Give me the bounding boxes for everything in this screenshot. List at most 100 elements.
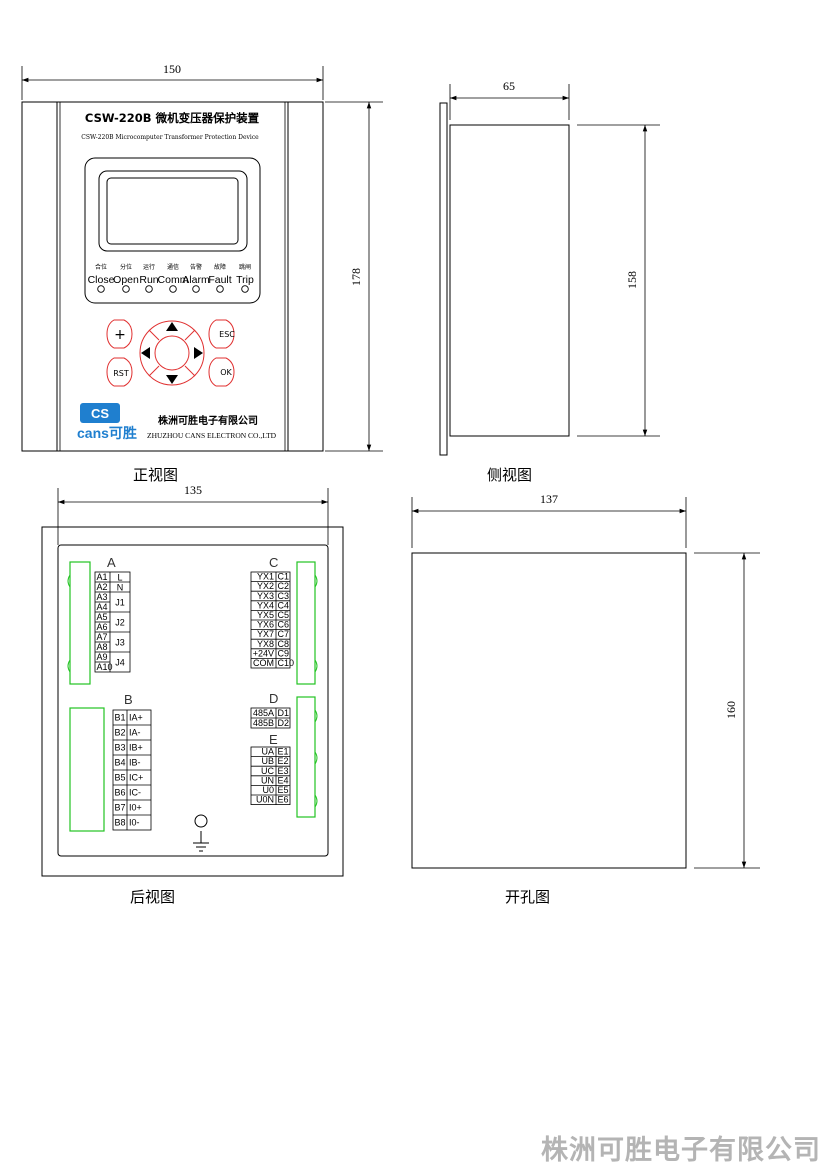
terminal-function-label: YX7	[257, 629, 274, 639]
terminal-function-label: J2	[115, 618, 125, 628]
side-front-plate	[439, 102, 448, 456]
side-depth-dimension: 65	[503, 79, 515, 93]
terminal-function-label: +24V	[253, 648, 274, 658]
terminal-function-label: YX1	[257, 572, 274, 582]
terminal-function-label: 485B	[253, 718, 274, 728]
connector-de-housing	[296, 696, 318, 818]
terminal-function-label: UA	[261, 747, 274, 757]
led-label-cn: 告警	[190, 263, 202, 271]
group-d-label: D	[269, 691, 278, 706]
led-label-cn: 通信	[167, 263, 179, 271]
rst-key[interactable]	[106, 357, 133, 387]
led-label: Open	[113, 274, 139, 286]
led-label: Close	[88, 274, 115, 286]
terminal-function-label: UC	[261, 766, 274, 776]
side-body	[449, 124, 570, 437]
front-view-caption: 正视图	[133, 466, 178, 484]
terminal-pin-label: B5	[115, 773, 126, 783]
led-indicator	[122, 285, 130, 293]
terminal-pin-label: E3	[278, 766, 289, 776]
terminal-function-label: COM	[253, 658, 274, 668]
group-b-label: B	[124, 692, 133, 707]
terminal-pin-label: A1	[97, 572, 108, 582]
led-label: Comm	[158, 274, 189, 286]
arrow-left-icon[interactable]	[141, 347, 150, 359]
terminal-function-label: J4	[115, 658, 125, 668]
terminal-pin-label: B6	[115, 788, 126, 798]
led-indicator	[216, 285, 224, 293]
arrow-up-icon[interactable]	[166, 322, 178, 331]
rear-inner-body	[57, 544, 329, 857]
rear-view-caption: 后视图	[130, 888, 175, 906]
front-width-dimension: 150	[163, 62, 181, 76]
terminal-function-label: IB+	[129, 743, 143, 753]
terminal-pin-label: A5	[97, 612, 108, 622]
led-label: Fault	[208, 274, 231, 286]
led-indicator	[241, 285, 249, 293]
terminal-function-label: I0+	[129, 803, 142, 813]
terminal-pin-label: B1	[115, 713, 126, 723]
ok-key[interactable]	[208, 357, 235, 387]
led-label: Alarm	[182, 274, 210, 286]
plus-key[interactable]	[106, 319, 133, 349]
group-a-label: A	[107, 555, 116, 570]
terminal-function-label: U0N	[256, 795, 274, 805]
terminal-pin-label: B8	[115, 818, 126, 828]
terminal-function-label: IB-	[129, 758, 141, 768]
led-indicator	[192, 285, 200, 293]
group-e-label: E	[269, 732, 278, 747]
direction-pad-sep-2	[184, 329, 196, 341]
terminal-function-label: IC+	[129, 773, 143, 783]
arrow-right-icon[interactable]	[194, 347, 203, 359]
terminal-pin-label: A3	[97, 592, 108, 602]
esc-key-label: ESC	[219, 330, 235, 339]
terminal-pin-label: C8	[278, 639, 290, 649]
ok-key-label: OK	[220, 368, 232, 377]
terminal-pin-label: B4	[115, 758, 126, 768]
led-label-cn: 运行	[143, 263, 155, 271]
terminal-function-label: YX4	[257, 600, 274, 610]
led-label-cn: 分位	[120, 263, 132, 271]
esc-key[interactable]	[208, 319, 235, 349]
front-panel-outline	[21, 101, 324, 452]
led-label-cn: 跳闸	[239, 263, 251, 271]
company-name-en: ZHUZHOU CANS ELECTRON CO.,LTD	[147, 431, 277, 440]
terminal-function-label: UB	[261, 756, 274, 766]
terminal-function-label: YX6	[257, 620, 274, 630]
terminal-pin-label: E2	[278, 756, 289, 766]
led-indicator	[97, 285, 105, 293]
terminal-pin-label: E5	[278, 785, 289, 795]
lcd-frame	[98, 170, 248, 252]
led-label: Run	[139, 274, 158, 286]
front-view: 150 178 CSW-220B 微机变压器保护装置 CSW-220B Micr…	[21, 62, 383, 484]
rear-outer-plate	[41, 526, 344, 877]
connector-c-housing	[296, 561, 318, 685]
direction-pad-sep-4	[184, 365, 196, 377]
terminal-function-label: YX5	[257, 610, 274, 620]
terminal-function-label: 485A	[253, 708, 274, 718]
direction-pad-sep-1	[148, 329, 160, 341]
ground-icon	[193, 814, 209, 852]
connector-b-housing	[69, 707, 105, 832]
terminal-pin-label: A10	[97, 662, 113, 672]
terminal-function-label: IC-	[129, 788, 141, 798]
arrow-down-icon[interactable]	[166, 375, 178, 384]
front-panel-title: CSW-220B 微机变压器保护装置	[85, 111, 260, 125]
terminal-pin-label: B2	[115, 728, 126, 738]
terminal-pin-label: A8	[97, 642, 108, 652]
terminal-pin-label: B3	[115, 743, 126, 753]
cutout-view: 137 160 开孔图	[411, 492, 760, 906]
cutout-height-dimension: 160	[724, 701, 738, 719]
led-label: Trip	[236, 274, 254, 286]
terminal-function-label: YX2	[257, 581, 274, 591]
terminal-function-label: IA+	[129, 713, 143, 723]
led-label-cn: 合位	[95, 263, 107, 271]
cutout-rectangle	[411, 552, 687, 869]
terminal-pin-label: E1	[278, 747, 289, 757]
rear-width-dimension: 135	[184, 483, 202, 497]
terminal-pin-label: D1	[278, 708, 290, 718]
direction-pad-sep-3	[148, 365, 160, 377]
terminal-pin-label: C10	[278, 658, 295, 668]
terminal-tables: A1A2A3A4A5A6A7A8A9A10LNJ1J2J3J4B1B2B3B4B…	[94, 572, 295, 831]
terminal-function-label: J1	[115, 598, 125, 608]
